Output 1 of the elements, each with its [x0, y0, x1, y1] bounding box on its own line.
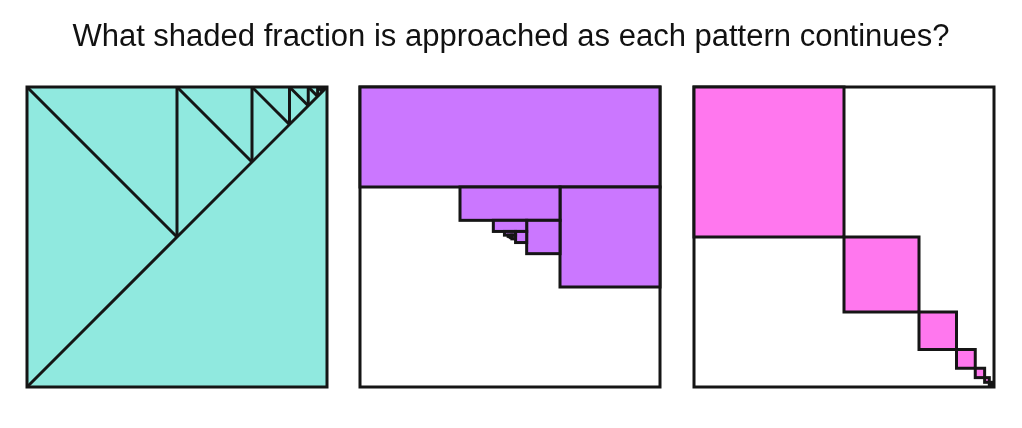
title: What shaded fraction is approached as each pattern continues? — [71, 18, 951, 54]
